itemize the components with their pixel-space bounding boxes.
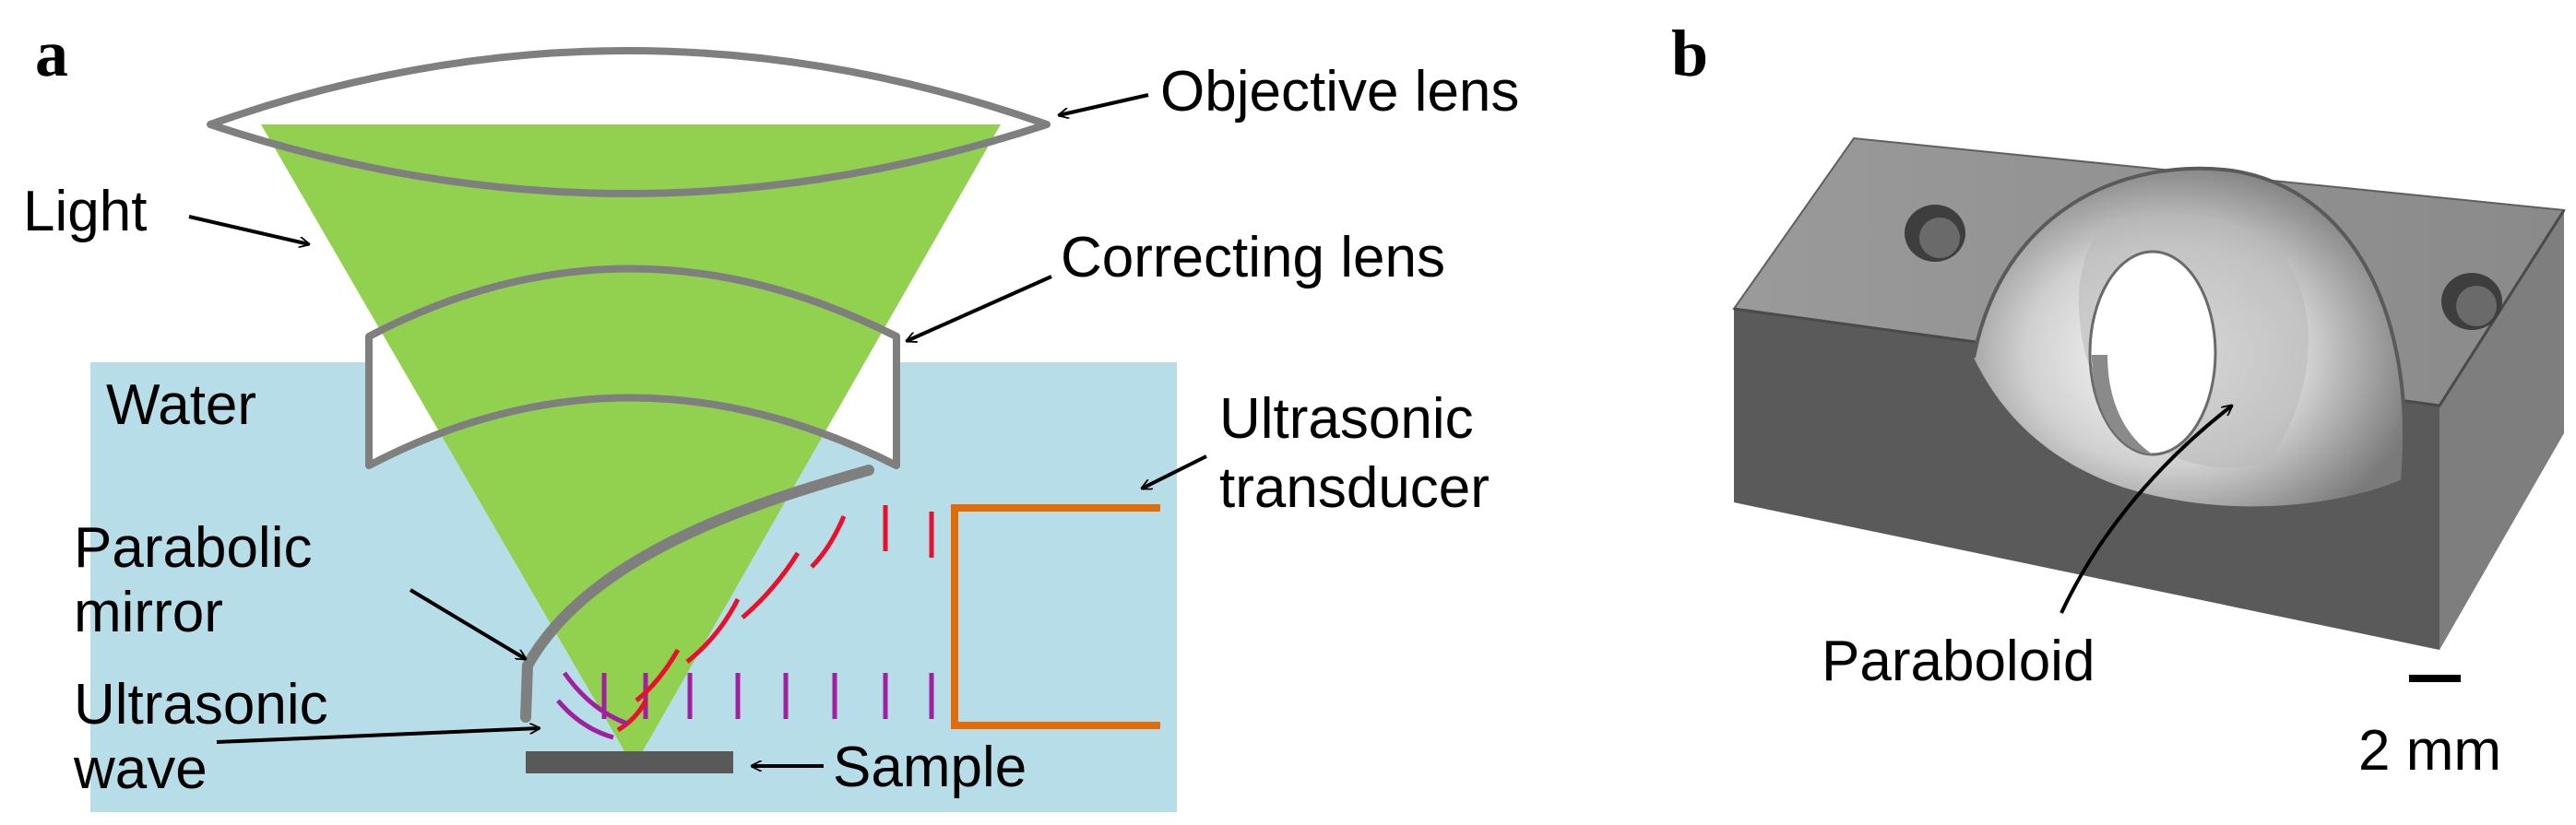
panel-a: a bbox=[23, 17, 1519, 812]
ultrasonic-wave-label-line2: wave bbox=[73, 737, 208, 801]
ultrasonic-wave-label-line1: Ultrasonic bbox=[74, 673, 328, 737]
ultrasonic-wave-arrow bbox=[216, 728, 540, 744]
transducer-label-line2: transducer bbox=[1219, 456, 1490, 520]
aperture-shadow bbox=[2092, 355, 2153, 454]
sample bbox=[526, 751, 733, 773]
block-top-edge bbox=[1733, 209, 2566, 407]
panel-b-label: b bbox=[1671, 17, 1708, 90]
paraboloid-arrow bbox=[2060, 406, 2232, 614]
wave-arc bbox=[562, 671, 628, 726]
objective-lens-arrow bbox=[1059, 93, 1149, 115]
block-right-face bbox=[2439, 210, 2564, 650]
paraboloid-rim bbox=[1972, 166, 2407, 480]
parabolic-mirror bbox=[520, 465, 874, 723]
paraboloid-label: Paraboloid bbox=[1822, 630, 2095, 693]
ultrasonic-waves bbox=[556, 505, 934, 740]
transducer-label-line1: Ultrasonic bbox=[1219, 387, 1474, 451]
scale-bar-label: 2 mm bbox=[2358, 719, 2501, 783]
parabolic-mirror-arrow bbox=[409, 588, 526, 661]
light-cone bbox=[261, 124, 1001, 767]
light-arrow bbox=[188, 215, 309, 244]
correcting-lens-lower-surface bbox=[367, 394, 898, 469]
wave-arc bbox=[616, 699, 648, 733]
wave-arc bbox=[741, 551, 801, 619]
light-label: Light bbox=[23, 180, 147, 243]
panel-b: b Paraboloid 2 mm bbox=[1671, 17, 2566, 783]
wave-arc bbox=[685, 597, 741, 664]
transducer-arrow bbox=[1142, 454, 1207, 490]
objective-lens-lower-surface bbox=[208, 121, 1049, 197]
mounting-hole-right-inner bbox=[2456, 286, 2497, 326]
mounting-hole-left-inner bbox=[1919, 218, 1960, 258]
correcting-lens-label: Correcting lens bbox=[1061, 226, 1445, 289]
wave-arc bbox=[635, 648, 681, 702]
parabolic-mirror-label-line2: mirror bbox=[74, 581, 223, 644]
water-label: Water bbox=[106, 373, 256, 437]
objective-lens-label: Objective lens bbox=[1160, 60, 1519, 124]
wave-arc bbox=[810, 515, 847, 569]
correcting-lens-arrow bbox=[907, 275, 1052, 341]
wave-arc bbox=[556, 699, 614, 740]
parabolic-mirror-label-line1: Parabolic bbox=[74, 516, 312, 580]
sample-label: Sample bbox=[833, 736, 1027, 799]
ultrasonic-transducer bbox=[951, 504, 1160, 729]
correcting-lens-upper-surface bbox=[367, 265, 898, 340]
panel-a-label: a bbox=[35, 17, 68, 90]
